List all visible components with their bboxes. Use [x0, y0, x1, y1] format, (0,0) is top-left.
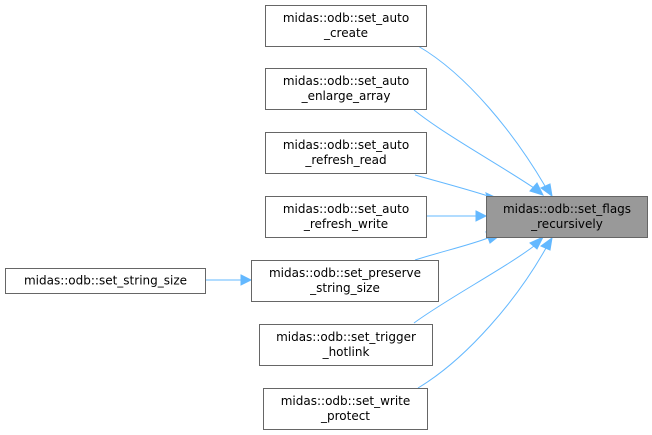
edge-set_auto_refresh_write-to-set_flags_recursively	[426, 210, 488, 222]
node-set_flags_recursively[interactable]: midas::odb::set_flags_recursively	[486, 196, 648, 238]
node-label: midas::odb::set_preserve	[269, 266, 421, 280]
edge-set_auto_create-to-set_flags_recursively	[417, 45, 553, 198]
arrowhead	[475, 210, 488, 222]
node-label: midas::odb::set_write	[281, 394, 411, 408]
edge-line	[413, 245, 535, 324]
node-box	[263, 388, 428, 430]
node-label: _refresh_write	[303, 217, 388, 231]
arrowhead	[240, 274, 253, 286]
node-set_preserve_string_size[interactable]: midas::odb::set_preserve_string_size	[251, 260, 439, 302]
arrowhead	[540, 236, 553, 251]
node-box	[265, 196, 427, 238]
node-set_trigger_hotlink[interactable]: midas::odb::set_trigger_hotlink	[259, 324, 433, 366]
edge-set_auto_enlarge_array-to-set_flags_recursively	[413, 109, 544, 196]
arrowhead	[529, 235, 545, 250]
node-label: midas::odb::set_auto	[283, 202, 409, 216]
edge-line	[414, 237, 489, 261]
edge-line	[417, 45, 546, 187]
node-label: _create	[323, 26, 368, 40]
node-label: _enlarge_array	[301, 89, 391, 103]
nodes-layer: midas::odb::set_flags_recursivelymidas::…	[5, 5, 648, 430]
edge-set_trigger_hotlink-to-set_flags_recursively	[413, 235, 545, 324]
node-label: midas::odb::set_auto	[283, 11, 409, 25]
edge-set_write_protect-to-set_flags_recursively	[417, 236, 553, 389]
node-box	[265, 68, 427, 110]
node-label: _hotlink	[322, 345, 370, 359]
node-label: midas::odb::set_auto	[283, 138, 409, 152]
node-label: midas::odb::set_trigger	[276, 330, 416, 344]
node-box	[251, 260, 439, 302]
edge-line	[417, 247, 547, 389]
node-box	[259, 324, 433, 366]
node-label: _string_size	[309, 281, 380, 295]
arrowhead	[529, 182, 544, 196]
edge-line	[414, 174, 489, 197]
edge-line	[413, 109, 535, 189]
node-label: midas::odb::set_flags	[503, 202, 631, 216]
node-box	[265, 132, 427, 174]
node-label: midas::odb::set_string_size	[24, 274, 187, 288]
node-label: _refresh_read	[304, 153, 386, 167]
node-set_auto_create[interactable]: midas::odb::set_auto_create	[265, 5, 427, 47]
node-box	[265, 5, 427, 47]
node-set_string_size[interactable]: midas::odb::set_string_size	[5, 268, 206, 294]
node-label: midas::odb::set_auto	[283, 74, 409, 88]
node-set_auto_refresh_write[interactable]: midas::odb::set_auto_refresh_write	[265, 196, 427, 238]
node-set_auto_enlarge_array[interactable]: midas::odb::set_auto_enlarge_array	[265, 68, 427, 110]
arrowhead	[540, 183, 553, 198]
node-box	[5, 268, 206, 294]
edge-set_string_size-to-set_preserve_string_size	[205, 274, 253, 286]
node-set_auto_refresh_read[interactable]: midas::odb::set_auto_refresh_read	[265, 132, 427, 174]
node-label: _protect	[320, 409, 370, 423]
node-label: _recursively	[530, 217, 603, 231]
node-set_write_protect[interactable]: midas::odb::set_write_protect	[263, 388, 428, 430]
node-box	[486, 196, 648, 238]
